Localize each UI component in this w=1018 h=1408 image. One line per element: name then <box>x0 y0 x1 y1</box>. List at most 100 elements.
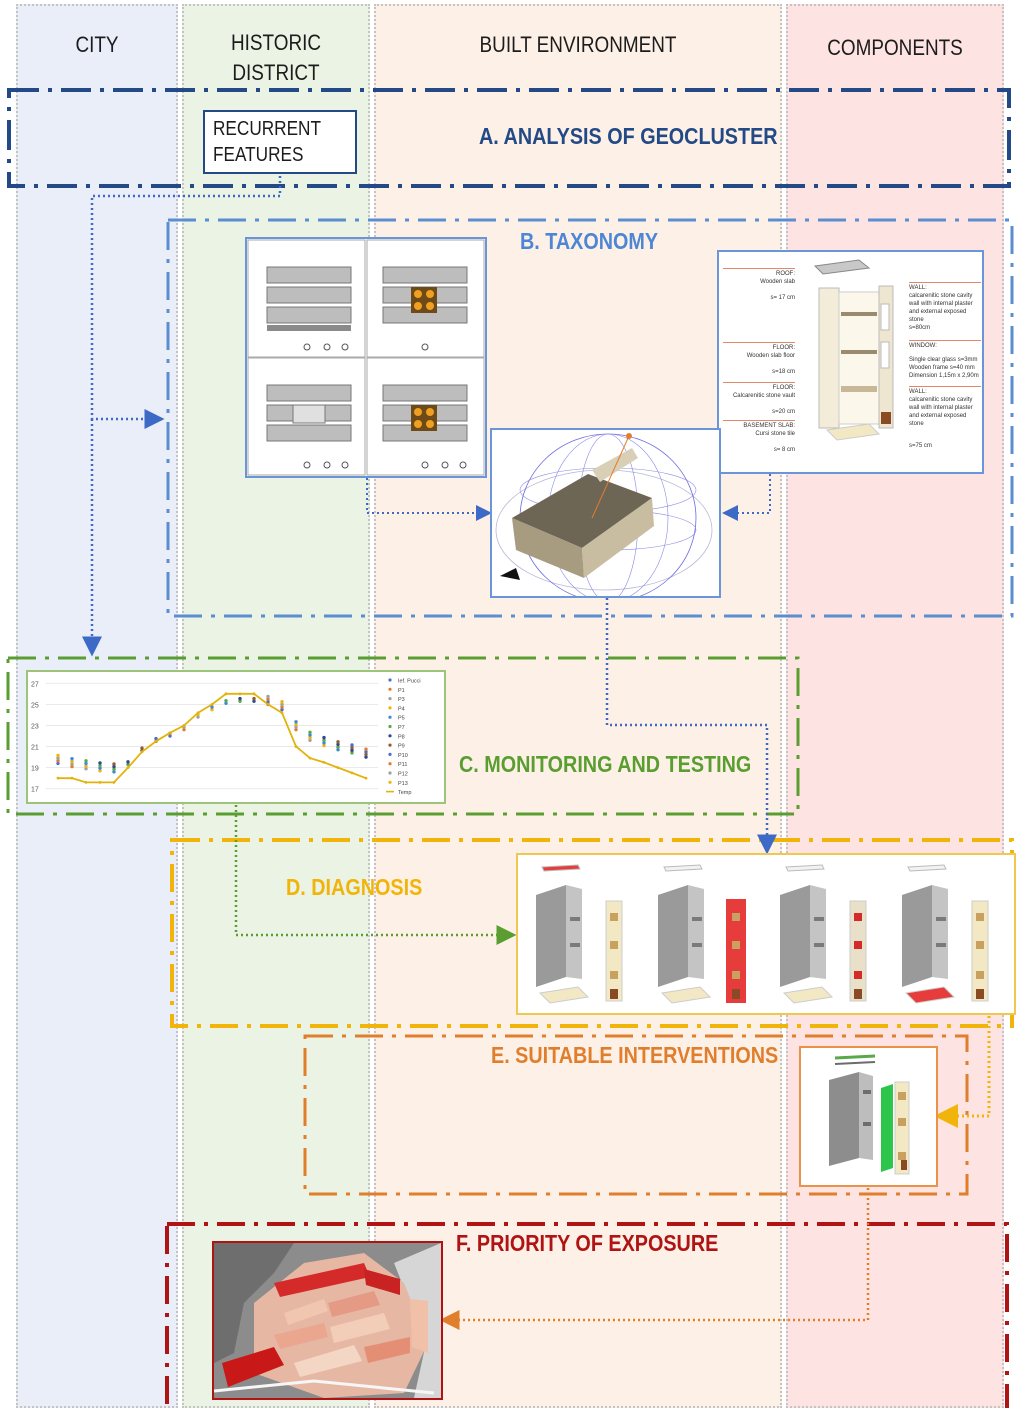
roof-label: ROOF: <box>776 271 795 277</box>
floor-slab <box>692 917 702 921</box>
temp-series-point <box>308 756 312 760</box>
solar-model-drawing <box>495 433 713 596</box>
window-opening <box>610 913 618 921</box>
roof-slab <box>907 864 947 872</box>
y-tick-label: 19 <box>31 766 39 773</box>
temp-series-point <box>154 739 158 743</box>
legend-label: Temp <box>398 790 411 796</box>
window-opening <box>976 971 984 979</box>
wall-bottom-value: s=75 cm <box>909 443 932 449</box>
window-opening <box>732 913 740 921</box>
temp-series-point <box>56 776 60 780</box>
data-point <box>210 707 214 712</box>
roof-slab <box>663 864 703 872</box>
floor-wood-detail: Wooden slab floor <box>746 353 795 359</box>
data-point <box>294 720 298 724</box>
y-tick-label: 21 <box>31 745 39 752</box>
window-detail: Single clear glass s=3mm Wooden frame s=… <box>909 357 979 379</box>
temp-series-point <box>350 771 354 775</box>
data-point <box>364 755 368 759</box>
data-point <box>56 753 60 758</box>
window-option-sheet <box>366 357 485 476</box>
legend-swatch <box>388 678 392 682</box>
legend-label: P4 <box>398 706 405 712</box>
basement-slab <box>538 986 590 1004</box>
building-components-drawing <box>813 259 894 441</box>
data-point <box>252 699 256 703</box>
roof-detail: Wooden slab <box>760 279 795 285</box>
floor-slab <box>814 943 824 947</box>
floor-slab <box>692 943 702 947</box>
y-tick-label: 27 <box>31 681 39 688</box>
stage-e-title: E. SUITABLE INTERVENTIONS <box>491 1042 779 1068</box>
data-point <box>56 756 60 760</box>
data-point <box>70 759 74 764</box>
recurrent-features-line1: RECURRENT <box>213 118 321 140</box>
data-point <box>336 740 340 744</box>
basement-label: BASEMENT SLAB: <box>743 423 795 429</box>
data-point <box>350 743 354 747</box>
data-point <box>350 751 354 755</box>
floor-slab <box>814 917 824 921</box>
data-point <box>84 766 88 771</box>
basement-slab <box>904 986 956 1004</box>
legend-label: P8 <box>398 734 405 740</box>
temp-series-point <box>364 776 368 780</box>
data-point <box>56 761 60 766</box>
legend-label: P9 <box>398 744 405 750</box>
wall-outer <box>780 885 810 987</box>
wall-side <box>566 885 582 979</box>
data-point <box>98 763 102 768</box>
floor-slab <box>936 917 946 921</box>
recurrent-features-line2: FEATURES <box>213 144 304 166</box>
window-opening <box>610 941 618 949</box>
building-components-panel: ROOF: Wooden slab s= 17 cm FLOOR: Wooden… <box>717 250 984 474</box>
exposure-blocks <box>222 1263 428 1387</box>
roof-slab <box>785 864 825 872</box>
solar-model-panel <box>490 428 721 598</box>
connector-interventions-to-map <box>439 1188 870 1330</box>
legend-label: P1 <box>398 688 405 694</box>
window-opening <box>732 941 740 949</box>
data-point <box>266 694 270 699</box>
roof-value: s= 17 cm <box>770 295 795 301</box>
connector-sheets-to-model <box>366 478 492 521</box>
wall-top-value: s=80cm <box>909 325 931 331</box>
data-point <box>294 725 298 729</box>
diagnosis-panel <box>516 853 1016 1015</box>
data-point <box>70 762 74 766</box>
window-opening <box>854 971 862 979</box>
legend-label: P3 <box>398 697 405 703</box>
data-point <box>350 745 354 750</box>
temp-series-point <box>322 760 326 764</box>
legend-swatch <box>388 715 392 719</box>
wall-outer <box>536 885 566 987</box>
data-point <box>322 735 326 740</box>
data-point <box>336 745 340 749</box>
data-point <box>224 698 228 703</box>
legend-swatch <box>388 687 392 691</box>
legend-label: P5 <box>398 716 405 722</box>
floor-wood-label: FLOOR: <box>772 345 795 351</box>
temp-series-point <box>294 745 298 748</box>
data-point <box>210 705 214 709</box>
door <box>610 989 618 999</box>
window-option-sheet <box>247 239 366 358</box>
data-point <box>70 756 74 761</box>
lane-title-components: COMPONENTS <box>827 35 963 60</box>
temp-series-point <box>196 711 200 715</box>
interventions-panel <box>799 1046 938 1187</box>
window-opening <box>854 941 862 949</box>
wall-bottom-detail: calcarenitic stone cavity wall with inte… <box>909 397 973 427</box>
data-point <box>196 715 200 719</box>
temp-series-point <box>168 731 172 735</box>
data-point <box>70 764 74 769</box>
window-option-sheet <box>247 357 366 476</box>
wall-outer <box>902 885 932 987</box>
y-tick-label: 23 <box>31 723 39 730</box>
data-point <box>238 699 242 703</box>
components-right-labels: WALL: calcarenitic stone cavity wall wit… <box>909 282 981 450</box>
data-point <box>308 730 312 735</box>
basement-slab <box>782 986 834 1004</box>
